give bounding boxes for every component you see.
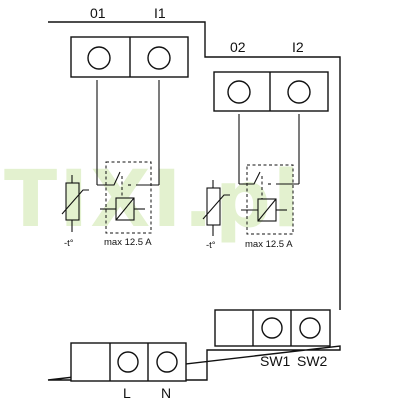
terminal-label-02: 02 <box>230 39 246 55</box>
relay-contact-1 <box>97 171 121 186</box>
terminal-label-sw2: SW2 <box>297 353 328 369</box>
screw-terminal-l <box>117 351 139 373</box>
screw-terminal-01 <box>87 46 111 70</box>
screw-terminal-02 <box>227 80 251 104</box>
screw-terminal-n <box>156 351 178 373</box>
circuit-1: -t° max 12.5 A <box>61 80 160 249</box>
terminal-block-sw1-sw2 <box>214 309 331 347</box>
screw-terminal-sw1 <box>261 317 283 339</box>
screw-terminal-i2 <box>287 80 311 104</box>
rating-label-1: max 12.5 A <box>104 237 152 248</box>
relay-housing-2 <box>246 164 294 235</box>
terminal-label-i2: I2 <box>292 39 304 55</box>
screw-terminal-i1 <box>147 46 171 70</box>
terminal-label-i1: I1 <box>154 5 166 21</box>
relay-contact-2 <box>239 171 261 185</box>
watermark-logo: TIXI.pl <box>4 155 302 245</box>
screw-terminal-sw2 <box>299 317 321 339</box>
terminal-block-l-n <box>70 342 187 382</box>
terminal-block-01-i1 <box>70 36 189 78</box>
terminal-label-l: L <box>123 385 131 400</box>
relay-housing-1 <box>105 161 152 234</box>
temp-label-1: -t° <box>64 238 74 249</box>
terminal-label-n: N <box>161 385 171 400</box>
terminal-label-sw1: SW1 <box>260 353 291 369</box>
terminal-block-02-i2 <box>213 71 329 112</box>
rating-label-2: max 12.5 A <box>245 239 293 250</box>
temp-label-2: -t° <box>206 240 216 251</box>
circuit-2: -t° max 12.5 A <box>202 114 300 251</box>
terminal-label-01: 01 <box>90 5 106 21</box>
